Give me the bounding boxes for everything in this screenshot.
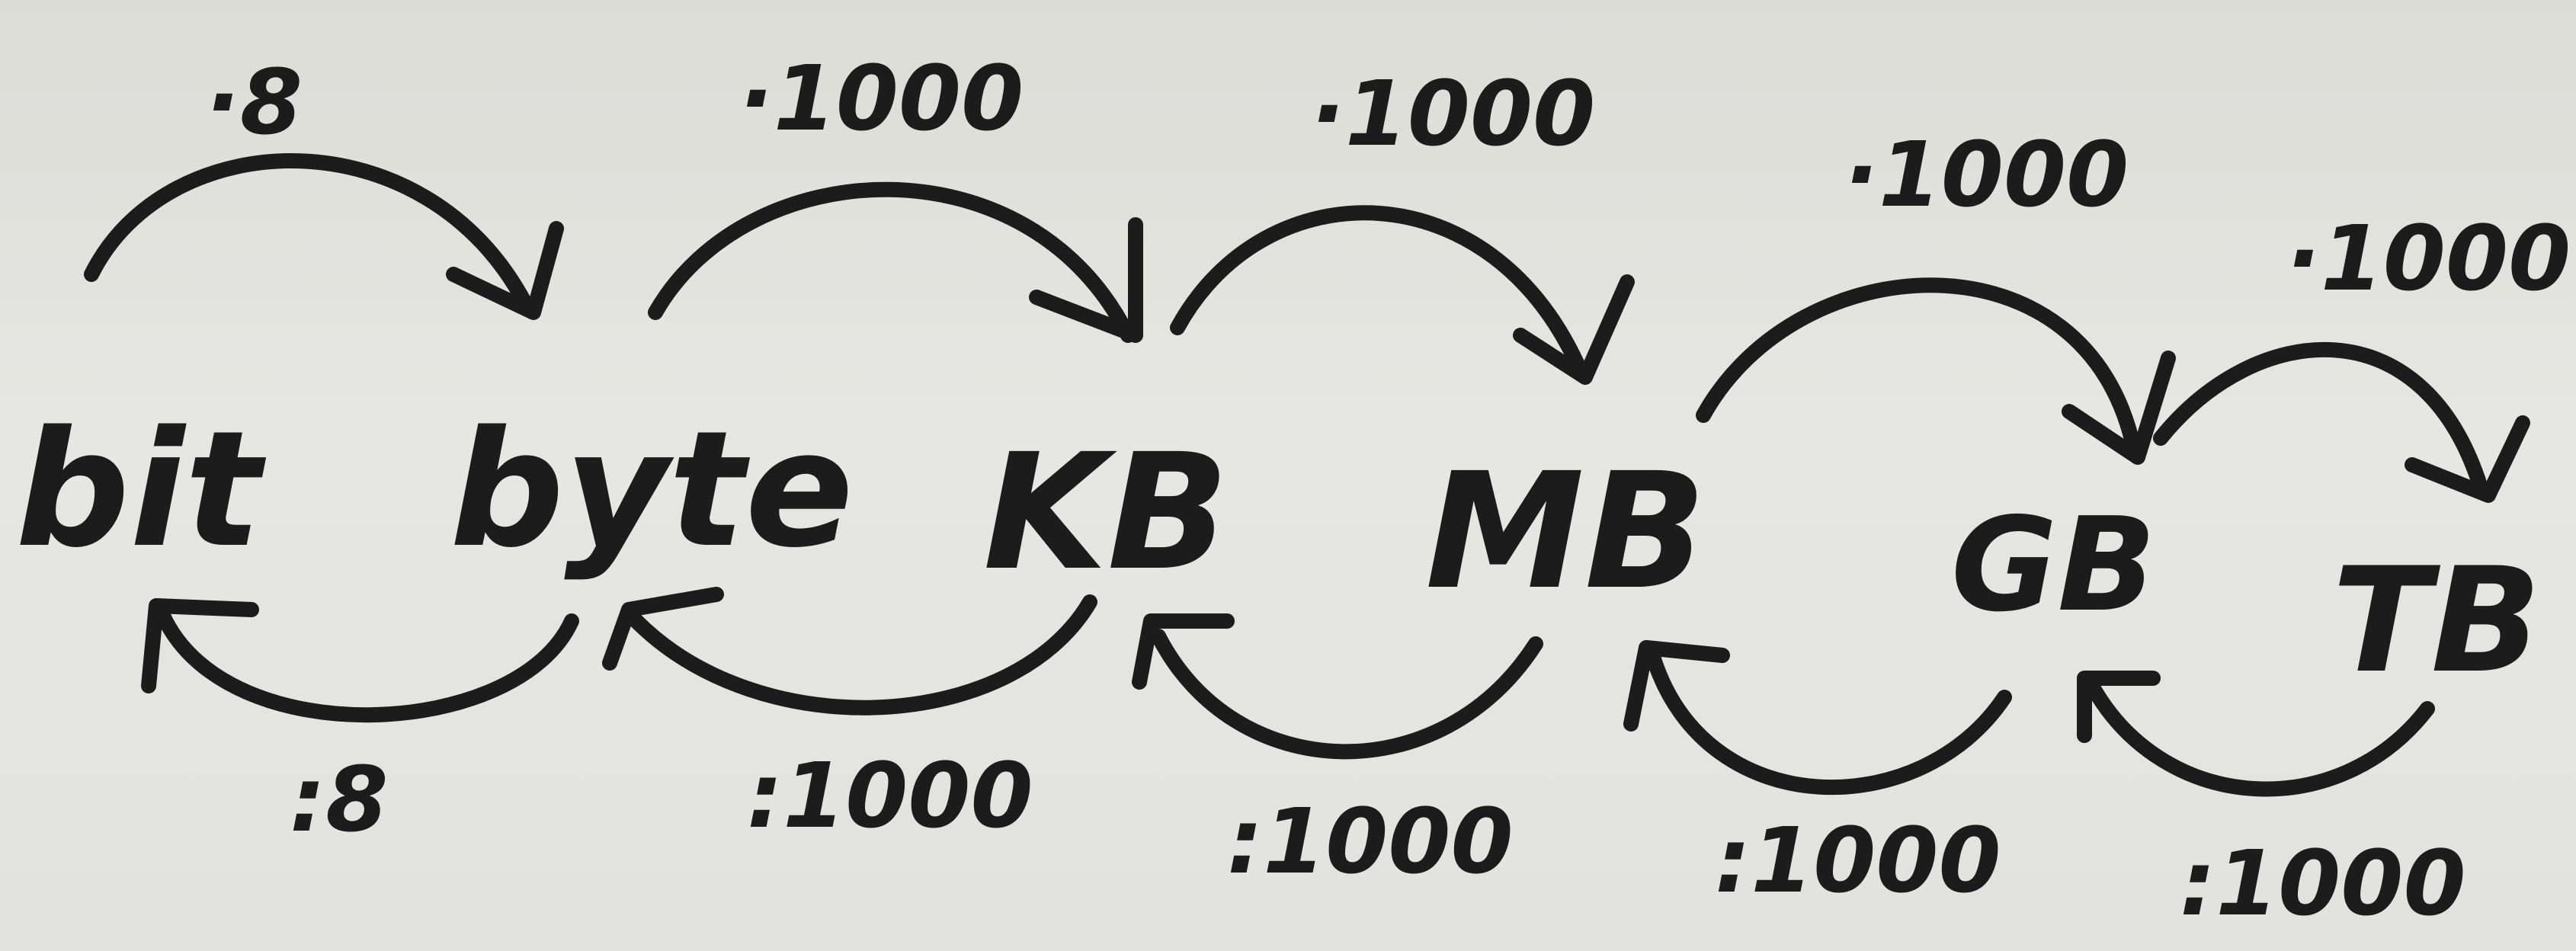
multiply-factor-bit-byte: ·8 xyxy=(206,50,303,155)
unit-byte: byte xyxy=(450,396,854,583)
arrow-bottom-byte-bit xyxy=(141,598,579,723)
arrow-top-byte-kb xyxy=(648,181,1143,343)
divide-factor-byte-bit: :8 xyxy=(290,747,388,852)
divide-factor-tb-gb: :1000 xyxy=(2180,831,2466,936)
multiply-factor-gb-tb: ·1000 xyxy=(2286,206,2571,311)
arrow-bottom-mb-kb xyxy=(1132,613,1543,760)
divide-factor-mb-kb: :1000 xyxy=(1227,789,1514,894)
multiply-factor-byte-kb: ·1000 xyxy=(739,46,1024,151)
arrow-top-kb-mb xyxy=(1170,205,1635,385)
unit-gb: GB xyxy=(1951,490,2156,641)
unit-kb: KB xyxy=(983,419,1229,606)
unit-tb: TB xyxy=(2332,536,2541,705)
arrow-bottom-tb-gb xyxy=(2077,671,2435,797)
divide-factor-gb-mb: :1000 xyxy=(1715,808,2001,913)
arrow-top-gb-tb xyxy=(2153,341,2530,503)
divide-factor-kb-byte: :1000 xyxy=(747,743,1033,848)
multiply-factor-mb-gb: ·1000 xyxy=(1844,122,2129,227)
arrow-top-mb-gb xyxy=(1696,277,2176,465)
arrow-top-bit-byte xyxy=(84,153,564,320)
unit-bit: bit xyxy=(15,396,266,583)
multiply-factor-kb-mb: ·1000 xyxy=(1311,61,1595,166)
arrow-bottom-gb-mb xyxy=(1623,640,2012,795)
unit-mb: MB xyxy=(1425,438,1706,625)
arrow-bottom-kb-byte xyxy=(602,587,1097,716)
